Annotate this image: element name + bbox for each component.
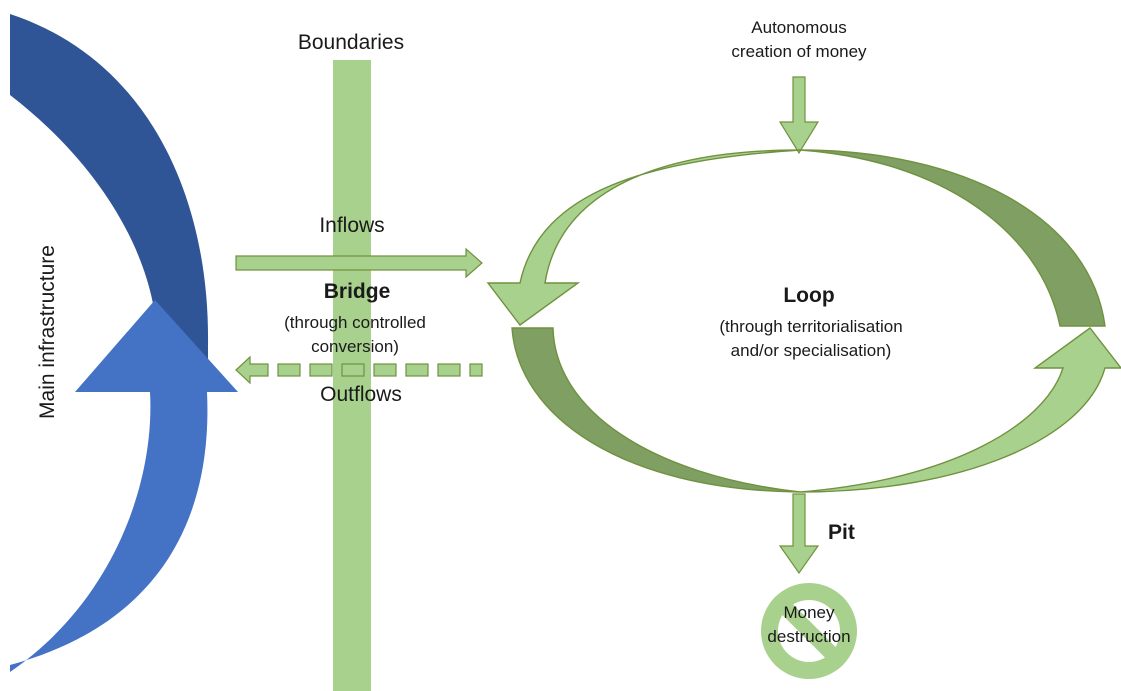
- pit-arrow: [778, 493, 820, 575]
- inflows-label: Inflows: [319, 214, 385, 237]
- loop-arc-top-right: [799, 149, 1106, 327]
- inflows-arrow: [235, 247, 483, 279]
- loop-title: Loop: [783, 284, 835, 307]
- autonomous-creation-arrow: [778, 76, 820, 155]
- autonomous-creation-label-line1: Autonomous: [751, 18, 847, 37]
- main-infrastructure-crescent: [10, 14, 209, 380]
- main-infrastructure-arrow: [10, 300, 238, 672]
- bridge-subtitle-line2: conversion): [311, 337, 399, 356]
- main-infrastructure-label: Main infrastructure: [36, 245, 59, 419]
- money-destruction-no-symbol: [761, 583, 857, 679]
- loop-subtitle-line1: (through territorialisation: [719, 317, 903, 336]
- bridge-subtitle-line1: (through controlled: [284, 313, 426, 332]
- pit-label: Pit: [828, 521, 855, 544]
- loop-arc-bottom-right: [799, 327, 1121, 493]
- money-destruction-label-line1: Money: [783, 603, 835, 622]
- loop-subtitle-line2: and/or specialisation): [730, 341, 892, 360]
- loop-arc-top-left: [486, 149, 801, 326]
- boundaries-label: Boundaries: [297, 31, 405, 54]
- money-destruction-label-line2: destruction: [767, 627, 851, 646]
- outflows-arrow: [235, 355, 483, 385]
- outflows-label: Outflows: [320, 383, 402, 406]
- bridge-title: Bridge: [323, 280, 391, 303]
- autonomous-creation-label-line2: creation of money: [731, 42, 867, 61]
